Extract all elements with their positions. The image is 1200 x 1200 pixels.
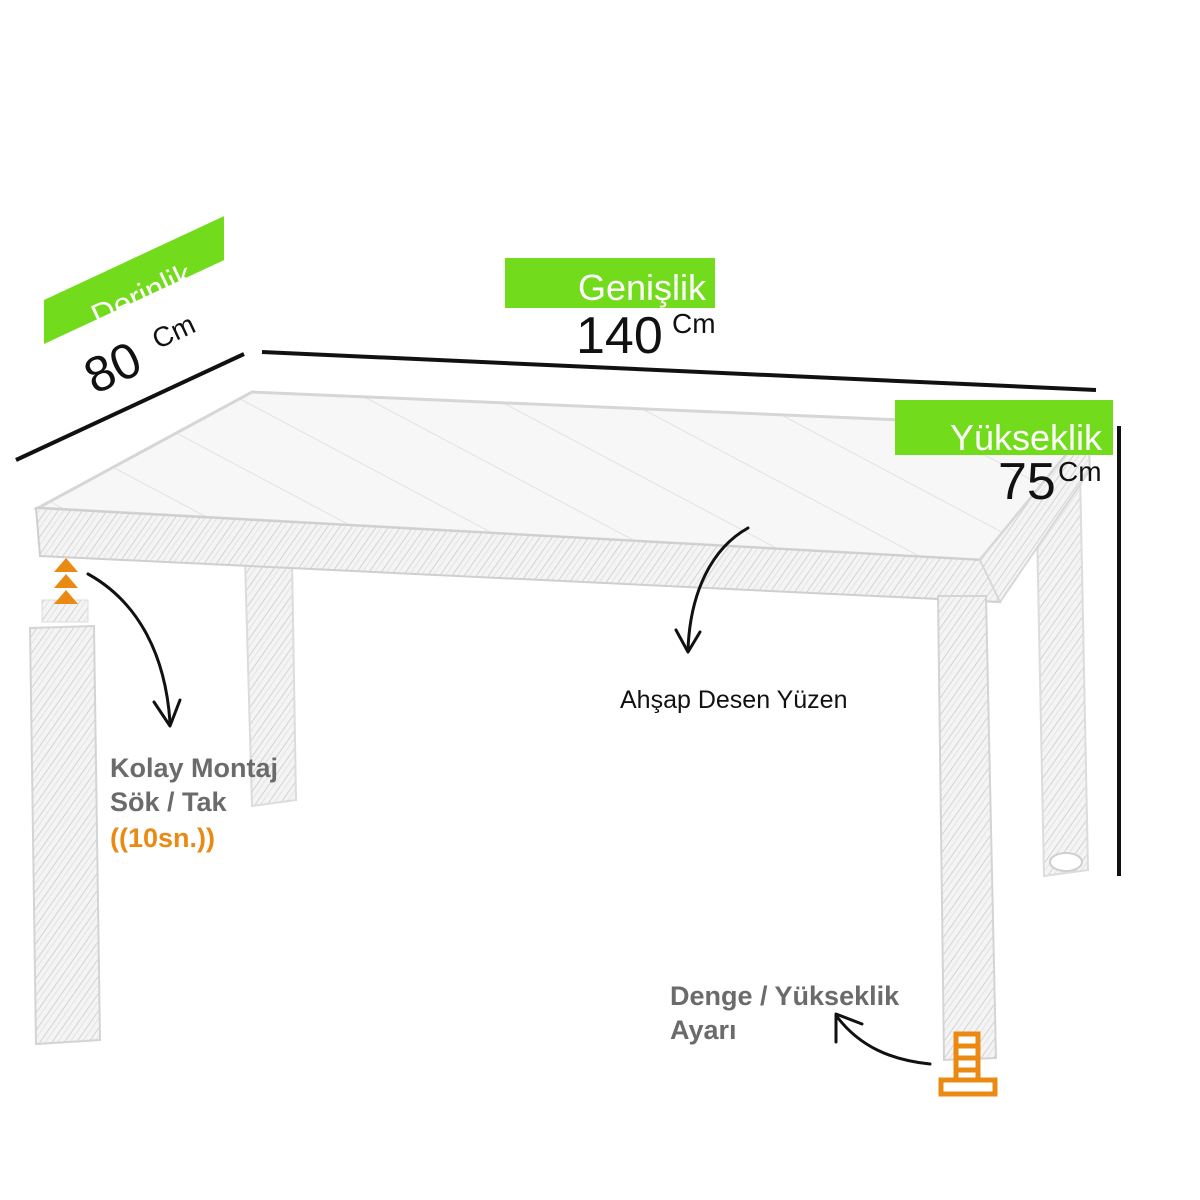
height-unit: Cm [1058,456,1102,487]
table-right-edge [978,425,1092,605]
curved-arrow-icon [674,526,750,654]
front-left-leg [28,624,102,1046]
height-value: 75 [998,453,1056,511]
width-dimension-line [261,350,1097,392]
width-band [505,258,715,308]
height-band [895,400,1113,455]
width-title: Genişlik [578,267,707,308]
curved-arrow-icon [86,572,182,728]
adjuster-foot-icon [938,1031,998,1097]
assembly-feature-line2: Sök / Tak [110,787,227,817]
width-unit: Cm [672,308,716,339]
leveling-feature-line2: Ayarı [670,1015,737,1045]
front-right-leg [936,595,998,1062]
assembly-feature-line3: ((10sn.)) [110,823,216,853]
depth-dimension-line [15,352,245,462]
leveling-feature-line1: Denge / Yükseklik [670,981,900,1011]
surface-caption: Ahşap Desen Yüzen [620,686,848,714]
back-right-foot [1049,852,1083,872]
assembly-feature-line1: Kolay Montaj [110,753,279,783]
triangle-stack-icon [54,558,78,604]
width-value: 140 [576,307,663,365]
curved-arrow-icon [834,1012,932,1066]
height-title: Yükseklik [950,417,1103,458]
